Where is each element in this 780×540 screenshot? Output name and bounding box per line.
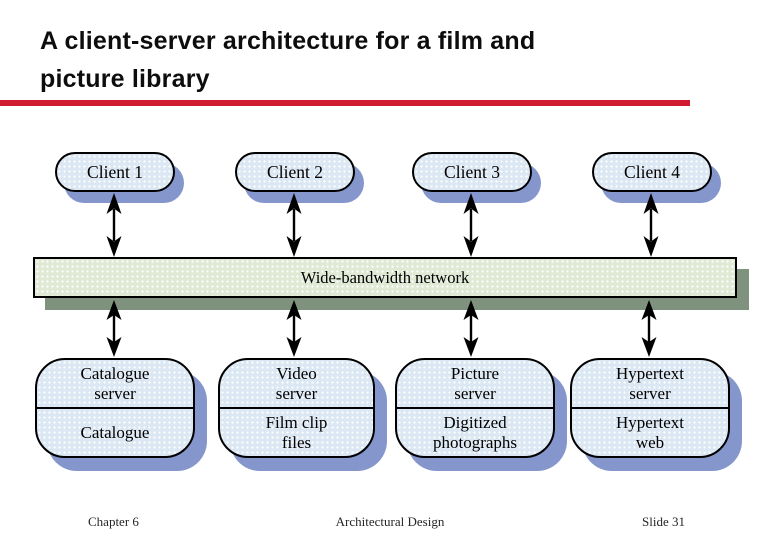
video-store-label: Film clip files (265, 412, 328, 452)
double-arrow-icon (286, 300, 302, 357)
hypertext-server-label: Hypertext server (616, 363, 684, 403)
picture-server-label: Picture server (450, 363, 500, 403)
footer-slide-number: Slide 31 (642, 514, 685, 529)
server-name-section: Video server (220, 360, 373, 409)
client-3-box: Client 3 (412, 152, 532, 192)
client-2-label: Client 2 (267, 161, 323, 182)
double-arrow-icon (643, 193, 659, 257)
catalogue-server-box: Catalogue server Catalogue (35, 358, 195, 458)
video-server-box: Video server Film clip files (218, 358, 375, 458)
double-arrow-icon (463, 300, 479, 357)
client-2-box: Client 2 (235, 152, 355, 192)
network-bar: Wide-bandwidth network (33, 257, 737, 298)
double-arrow-icon (463, 193, 479, 257)
hypertext-server-box: Hypertext server Hypertext web (570, 358, 730, 458)
picture-server-box: Picture server Digitized photographs (395, 358, 555, 458)
double-arrow-icon (286, 193, 302, 257)
server-store-section: Digitized photographs (397, 409, 553, 456)
network-label: Wide-bandwidth network (300, 267, 470, 287)
catalogue-server-label: Catalogue server (80, 363, 150, 403)
server-name-section: Picture server (397, 360, 553, 409)
double-arrow-icon (641, 300, 657, 357)
client-3-label: Client 3 (444, 161, 500, 182)
title-underline-rule (0, 100, 690, 106)
server-store-section: Catalogue (37, 409, 193, 456)
page-title: A client-server architecture for a film … (40, 27, 536, 93)
video-server-label: Video server (275, 363, 318, 403)
double-arrow-icon (106, 300, 122, 357)
server-name-section: Hypertext server (572, 360, 728, 409)
picture-store-label: Digitized photographs (432, 412, 518, 452)
client-4-label: Client 4 (624, 161, 680, 182)
hypertext-store-label: Hypertext web (616, 412, 684, 452)
client-1-box: Client 1 (55, 152, 175, 192)
client-1-label: Client 1 (87, 161, 143, 182)
catalogue-store-label: Catalogue (80, 422, 150, 442)
server-store-section: Hypertext web (572, 409, 728, 456)
client-4-box: Client 4 (592, 152, 712, 192)
server-name-section: Catalogue server (37, 360, 193, 409)
footer-chapter: Chapter 6 (88, 514, 139, 529)
server-store-section: Film clip files (220, 409, 373, 456)
double-arrow-icon (106, 193, 122, 257)
footer-section-title: Architectural Design (335, 514, 445, 529)
